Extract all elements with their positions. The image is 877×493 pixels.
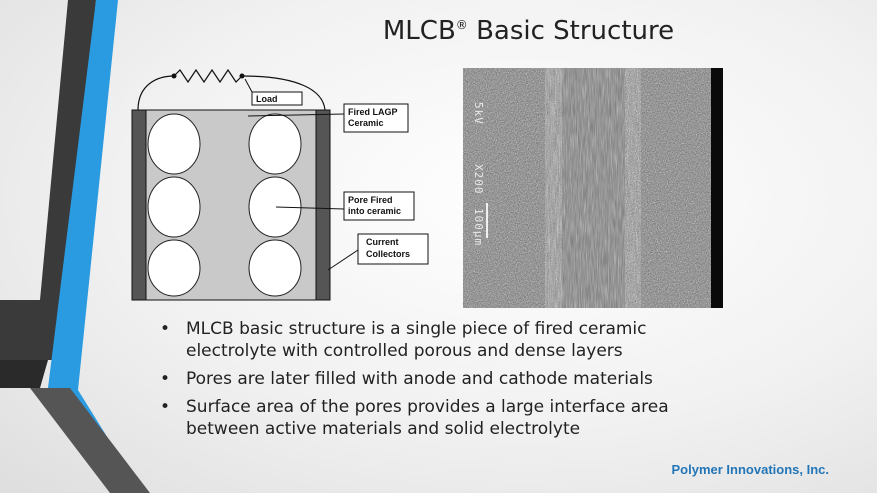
pore bbox=[148, 240, 200, 296]
sem-micrograph: 5kV X200 100μm bbox=[463, 68, 723, 308]
pore bbox=[249, 240, 301, 296]
bullet-text: Pores are later filled with anode and ca… bbox=[186, 369, 653, 389]
list-item: • Surface area of the pores provides a la… bbox=[156, 396, 716, 440]
bullet-text: MLCB basic structure is a single piece o… bbox=[186, 319, 647, 361]
collectors-pointer bbox=[328, 250, 358, 270]
company-name: Polymer Innovations, Inc. bbox=[672, 462, 829, 477]
pore-label-2: into ceramic bbox=[348, 206, 401, 216]
collectors-label-2: Collectors bbox=[366, 249, 410, 259]
pore-label-1: Pore Fired bbox=[348, 195, 393, 205]
dark-band-corner bbox=[0, 360, 48, 388]
registered-mark: ® bbox=[456, 18, 468, 32]
porous-layer-right bbox=[633, 68, 711, 308]
bullet-icon: • bbox=[160, 318, 170, 340]
bullet-list: • MLCB basic structure is a single piece … bbox=[156, 318, 716, 446]
structure-diagram: Load Fired LAGP Ceramic Pore Fired into … bbox=[118, 62, 438, 307]
pore bbox=[249, 177, 301, 237]
title-text: MLCB bbox=[383, 16, 456, 46]
dense-layer bbox=[553, 68, 633, 308]
pore bbox=[148, 114, 200, 174]
list-item: • MLCB basic structure is a single piece … bbox=[156, 318, 716, 362]
title-rest: Basic Structure bbox=[476, 16, 674, 46]
fired-lagp-label-2: Ceramic bbox=[348, 118, 384, 128]
edge-shadow bbox=[711, 68, 723, 308]
fired-lagp-label-1: Fired LAGP bbox=[348, 107, 398, 117]
resistor-icon bbox=[174, 70, 242, 82]
load-pointer bbox=[245, 79, 252, 92]
sem-texture bbox=[463, 68, 723, 308]
load-label: Load bbox=[256, 94, 278, 104]
bullet-text: Surface area of the pores provides a lar… bbox=[186, 397, 669, 439]
list-item: • Pores are later filled with anode and c… bbox=[156, 368, 716, 390]
bullet-icon: • bbox=[160, 368, 170, 390]
sem-voltage: 5kV bbox=[472, 102, 485, 125]
bullet-icon: • bbox=[160, 396, 170, 418]
pore bbox=[148, 177, 200, 237]
collectors-label-1: Current bbox=[366, 237, 399, 247]
collector-left bbox=[132, 110, 146, 300]
terminal-left bbox=[172, 74, 177, 79]
sem-magnification: X200 bbox=[472, 164, 485, 195]
wire-left bbox=[138, 76, 174, 110]
pore bbox=[249, 114, 301, 174]
sem-scale: 100μm bbox=[472, 208, 485, 246]
collector-right bbox=[316, 110, 330, 300]
dark-band-lower bbox=[30, 388, 150, 493]
page-title: MLCB® Basic Structure bbox=[180, 16, 877, 46]
